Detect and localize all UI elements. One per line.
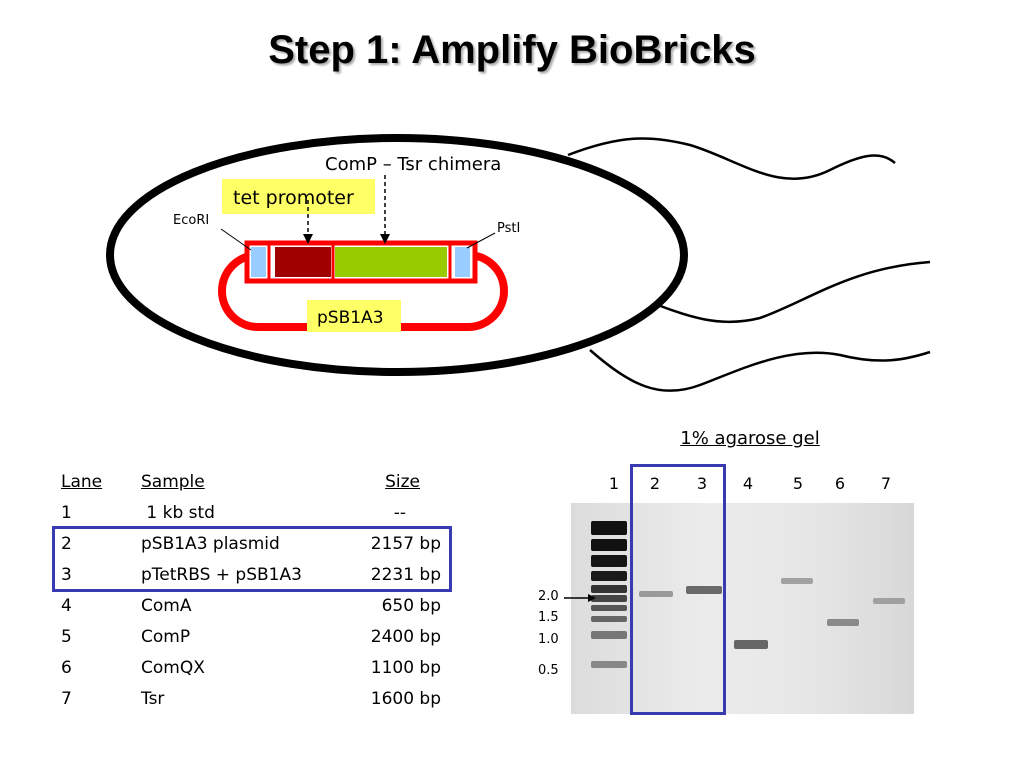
ladder-band — [591, 539, 627, 551]
slide-title: Step 1: Amplify BioBricks — [268, 28, 756, 72]
header-lane: Lane — [61, 472, 103, 492]
promoter-segment — [275, 247, 331, 277]
ladder-label: 1.5 — [538, 610, 559, 625]
ladder-arrow-icon — [564, 594, 596, 602]
gel-band-lane-5 — [781, 578, 813, 584]
gel-lane-number: 6 — [834, 474, 846, 493]
ladder-band — [591, 616, 627, 622]
ladder-band — [591, 571, 627, 581]
ladder-label: 0.5 — [538, 663, 559, 678]
flagellum-middle — [639, 260, 931, 324]
gel-title: 1% agarose gel — [680, 428, 820, 449]
gel-lane-number: 1 — [608, 474, 620, 493]
gel-selection-box — [630, 464, 726, 715]
ecori-label: EcoRI — [173, 213, 209, 228]
table-selection-box — [52, 526, 452, 592]
gel-lane-number: 5 — [792, 474, 804, 493]
ladder-band — [591, 595, 627, 602]
ladder-band — [591, 585, 627, 593]
gel-band-lane-6 — [827, 619, 859, 626]
gel-lane-number: 2 — [649, 474, 661, 493]
promoter-label: tet promoter — [233, 187, 354, 209]
psti-label: PstI — [497, 221, 520, 236]
ladder-band — [591, 521, 627, 535]
ladder-band — [591, 605, 627, 611]
chimera-label: ComP – Tsr chimera — [325, 154, 501, 175]
ladder-label: 2.0 — [538, 589, 559, 604]
gel-image — [571, 503, 914, 714]
promoter-label-box — [222, 179, 375, 214]
cell-plasmid-diagram: tet promoter ComP – Tsr chimera EcoRI Ps… — [106, 134, 931, 393]
plasmid-label-box — [307, 300, 401, 332]
ecori-site-segment — [251, 247, 266, 277]
ladder-band — [591, 661, 627, 668]
header-sample: Sample — [141, 472, 205, 492]
ladder-band — [591, 631, 627, 639]
gel-lane-number: 3 — [696, 474, 708, 493]
gel-lane-number: 4 — [742, 474, 754, 493]
gel-band-lane-3 — [686, 586, 722, 594]
ladder-band — [591, 555, 627, 567]
psti-site-segment — [455, 247, 470, 277]
gel-lane-number: 7 — [880, 474, 892, 493]
flagellum-bottom — [589, 349, 931, 393]
gel-band-lane-2 — [639, 591, 673, 597]
ladder-label: 1.0 — [538, 632, 559, 647]
plasmid-label: pSB1A3 — [317, 308, 384, 328]
gel-band-lane-7 — [873, 598, 905, 604]
gene-segment — [335, 247, 447, 277]
flagellum-top — [567, 137, 896, 180]
gel-band-lane-4 — [734, 640, 768, 649]
header-size: Size — [385, 472, 420, 492]
